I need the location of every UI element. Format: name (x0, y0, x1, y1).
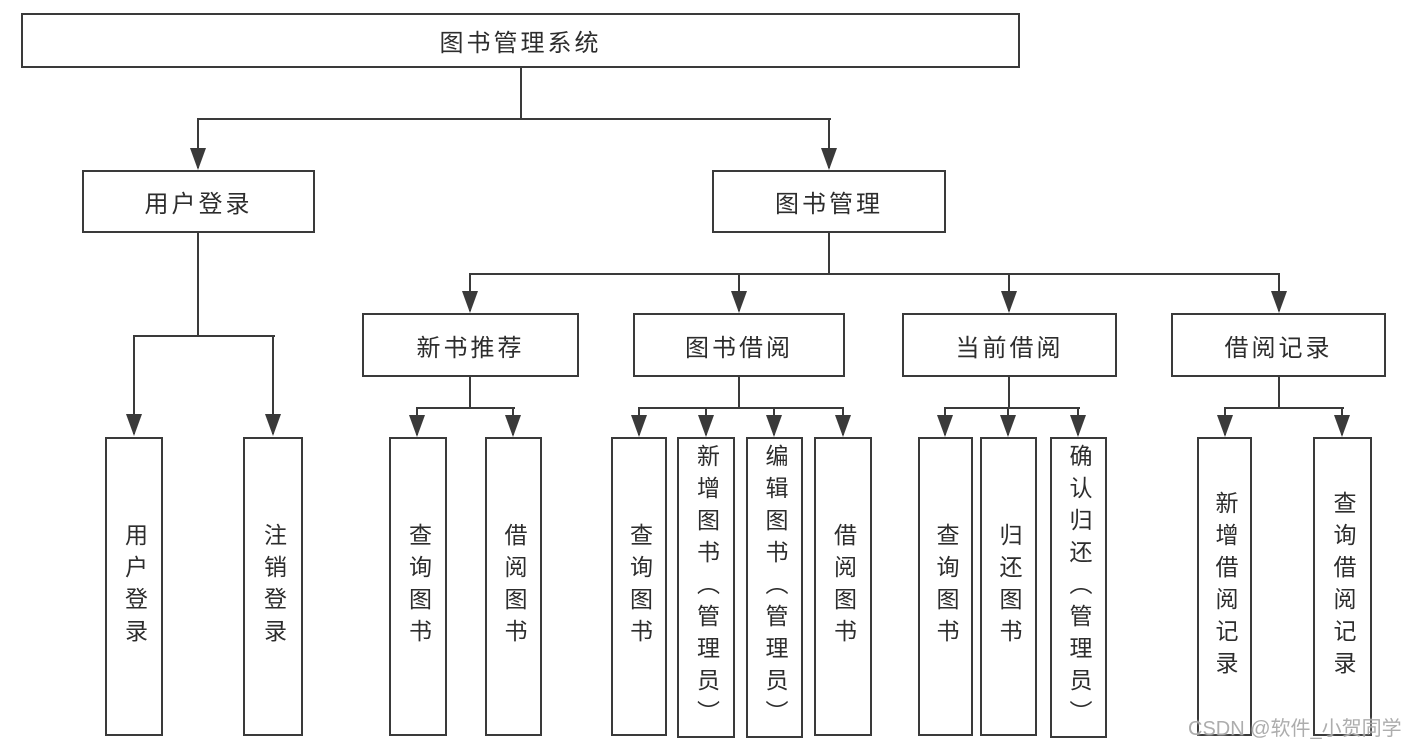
leaf-add-books-admin: 新增图书（管理员） (677, 437, 735, 738)
connector-line (944, 407, 1080, 409)
arrow-down-icon (631, 415, 647, 437)
connector-line (828, 233, 830, 273)
node-label: 借阅记录 (1224, 334, 1333, 362)
node-label: 归还图书 (996, 522, 1022, 651)
node-label: 查询图书 (626, 522, 653, 651)
leaf-logout: 注销登录 (243, 437, 303, 736)
leaf-add-borrow-record: 新增借阅记录 (1197, 437, 1252, 736)
csdn-watermark: CSDN @软件_小贺同学 (1188, 718, 1402, 740)
connector-line (638, 407, 844, 409)
arrow-down-icon (1271, 291, 1287, 313)
node-label: 用户登录 (144, 191, 253, 218)
connector-line (272, 335, 274, 434)
leaf-confirm-return-admin: 确认归还（管理员） (1050, 437, 1107, 738)
node-root-library-management-system: 图书管理系统 (21, 13, 1020, 68)
node-label: 注销登录 (260, 522, 287, 651)
node-book-management: 图书管理 (712, 170, 946, 233)
connector-line (469, 273, 1280, 275)
connector-line (469, 377, 471, 407)
leaf-borrow-books-recommend: 借阅图书 (485, 437, 542, 736)
leaf-return-books: 归还图书 (980, 437, 1037, 736)
arrow-down-icon (937, 415, 953, 437)
arrow-down-icon (1217, 415, 1233, 437)
node-label: 当前借阅 (955, 334, 1064, 362)
leaf-borrow-books-borrowing: 借阅图书 (814, 437, 872, 736)
connector-line (1008, 377, 1010, 407)
arrow-down-icon (1001, 291, 1017, 313)
connector-line (197, 233, 199, 335)
node-label: 借阅图书 (501, 522, 527, 651)
arrow-down-icon (462, 291, 478, 313)
node-label: 查询图书 (405, 522, 432, 651)
leaf-query-books-current: 查询图书 (918, 437, 973, 736)
arrow-down-icon (409, 415, 425, 437)
arrow-down-icon (265, 414, 281, 436)
connector-line (133, 335, 275, 337)
node-label: 编辑图书（管理员） (762, 443, 788, 732)
leaf-query-borrow-record: 查询借阅记录 (1313, 437, 1372, 736)
node-label: 查询借阅记录 (1330, 490, 1356, 683)
arrow-down-icon (1000, 415, 1016, 437)
node-label: 查询图书 (933, 522, 959, 651)
node-label: 确认归还（管理员） (1066, 443, 1092, 732)
connector-line (738, 377, 740, 407)
node-new-book-recommend: 新书推荐 (362, 313, 579, 377)
connector-line (197, 118, 831, 120)
node-label: 图书借阅 (685, 334, 793, 362)
node-label: 新书推荐 (416, 334, 525, 362)
arrow-down-icon (698, 415, 714, 437)
connector-line (416, 407, 515, 409)
node-label: 借阅图书 (830, 522, 857, 651)
leaf-edit-books-admin: 编辑图书（管理员） (746, 437, 803, 738)
arrow-down-icon (766, 415, 782, 437)
node-label: 新增图书（管理员） (693, 443, 720, 732)
connector-line (197, 118, 199, 168)
arrow-down-icon (1070, 415, 1086, 437)
connector-line (1224, 407, 1344, 409)
arrow-down-icon (126, 414, 142, 436)
node-book-borrowing: 图书借阅 (633, 313, 845, 377)
node-label: 用户登录 (121, 522, 148, 651)
connector-line (1278, 377, 1280, 407)
node-label: 图书管理系统 (439, 30, 602, 57)
connector-line (133, 335, 135, 434)
leaf-user-login: 用户登录 (105, 437, 163, 736)
leaf-query-books-borrowing: 查询图书 (611, 437, 667, 736)
arrow-down-icon (1334, 415, 1350, 437)
node-label: 新增借阅记录 (1212, 490, 1238, 683)
connector-line (520, 68, 522, 118)
node-borrowing-records: 借阅记录 (1171, 313, 1386, 377)
arrow-down-icon (190, 148, 206, 170)
node-current-borrowing: 当前借阅 (902, 313, 1117, 377)
node-label: 图书管理 (775, 191, 883, 218)
node-user-login: 用户登录 (82, 170, 315, 233)
arrow-down-icon (835, 415, 851, 437)
leaf-query-books-recommend: 查询图书 (389, 437, 447, 736)
arrow-down-icon (505, 415, 521, 437)
arrow-down-icon (821, 148, 837, 170)
arrow-down-icon (731, 291, 747, 313)
connector-line (828, 118, 830, 168)
